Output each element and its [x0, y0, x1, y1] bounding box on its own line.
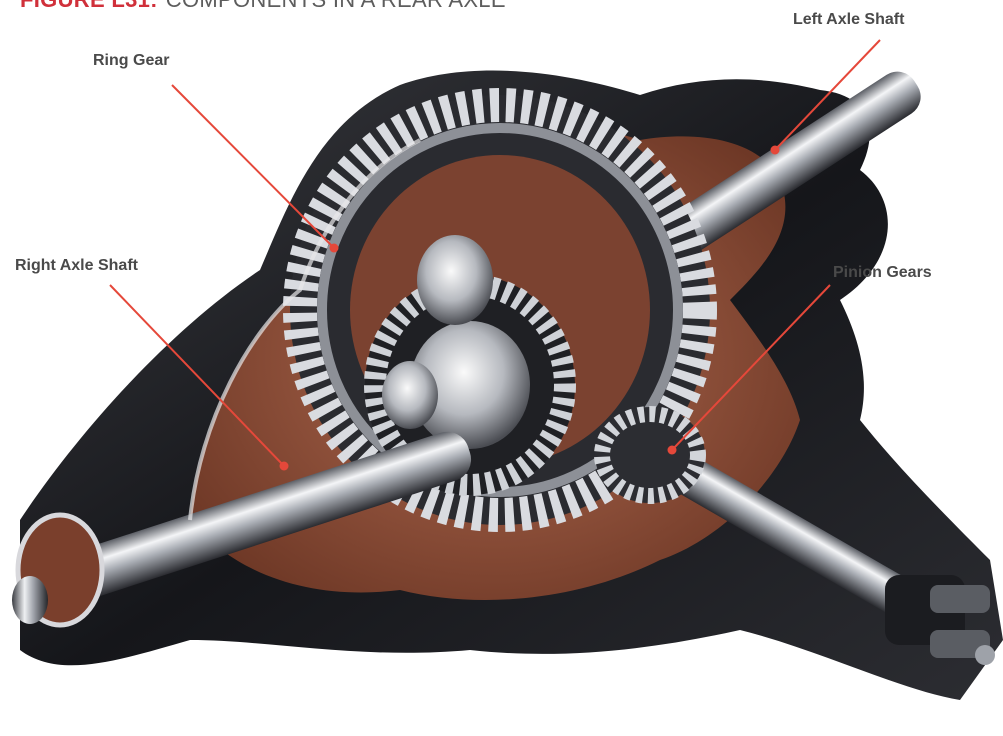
label-left-axle-shaft: Left Axle Shaft [793, 11, 904, 29]
figure-title: FIGURE L31: COMPONENTS IN A REAR AXLE [20, 0, 506, 15]
callout-dot-ring-gear [330, 244, 339, 253]
label-pinion-gears: Pinion Gears [833, 264, 932, 282]
figure-caption: COMPONENTS IN A REAR AXLE [166, 0, 506, 12]
callout-dot-right-axle-shaft [280, 462, 289, 471]
callout-dot-left-axle-shaft [771, 146, 780, 155]
figure-number: FIGURE L31: [20, 0, 158, 12]
callout-dot-pinion-gears [668, 446, 677, 455]
callout-line-ring-gear [172, 85, 334, 248]
right-axle-flange [382, 361, 438, 429]
label-right-axle-shaft: Right Axle Shaft [15, 257, 138, 275]
label-ring-gear: Ring Gear [93, 52, 169, 70]
right-axle-end [12, 576, 48, 624]
